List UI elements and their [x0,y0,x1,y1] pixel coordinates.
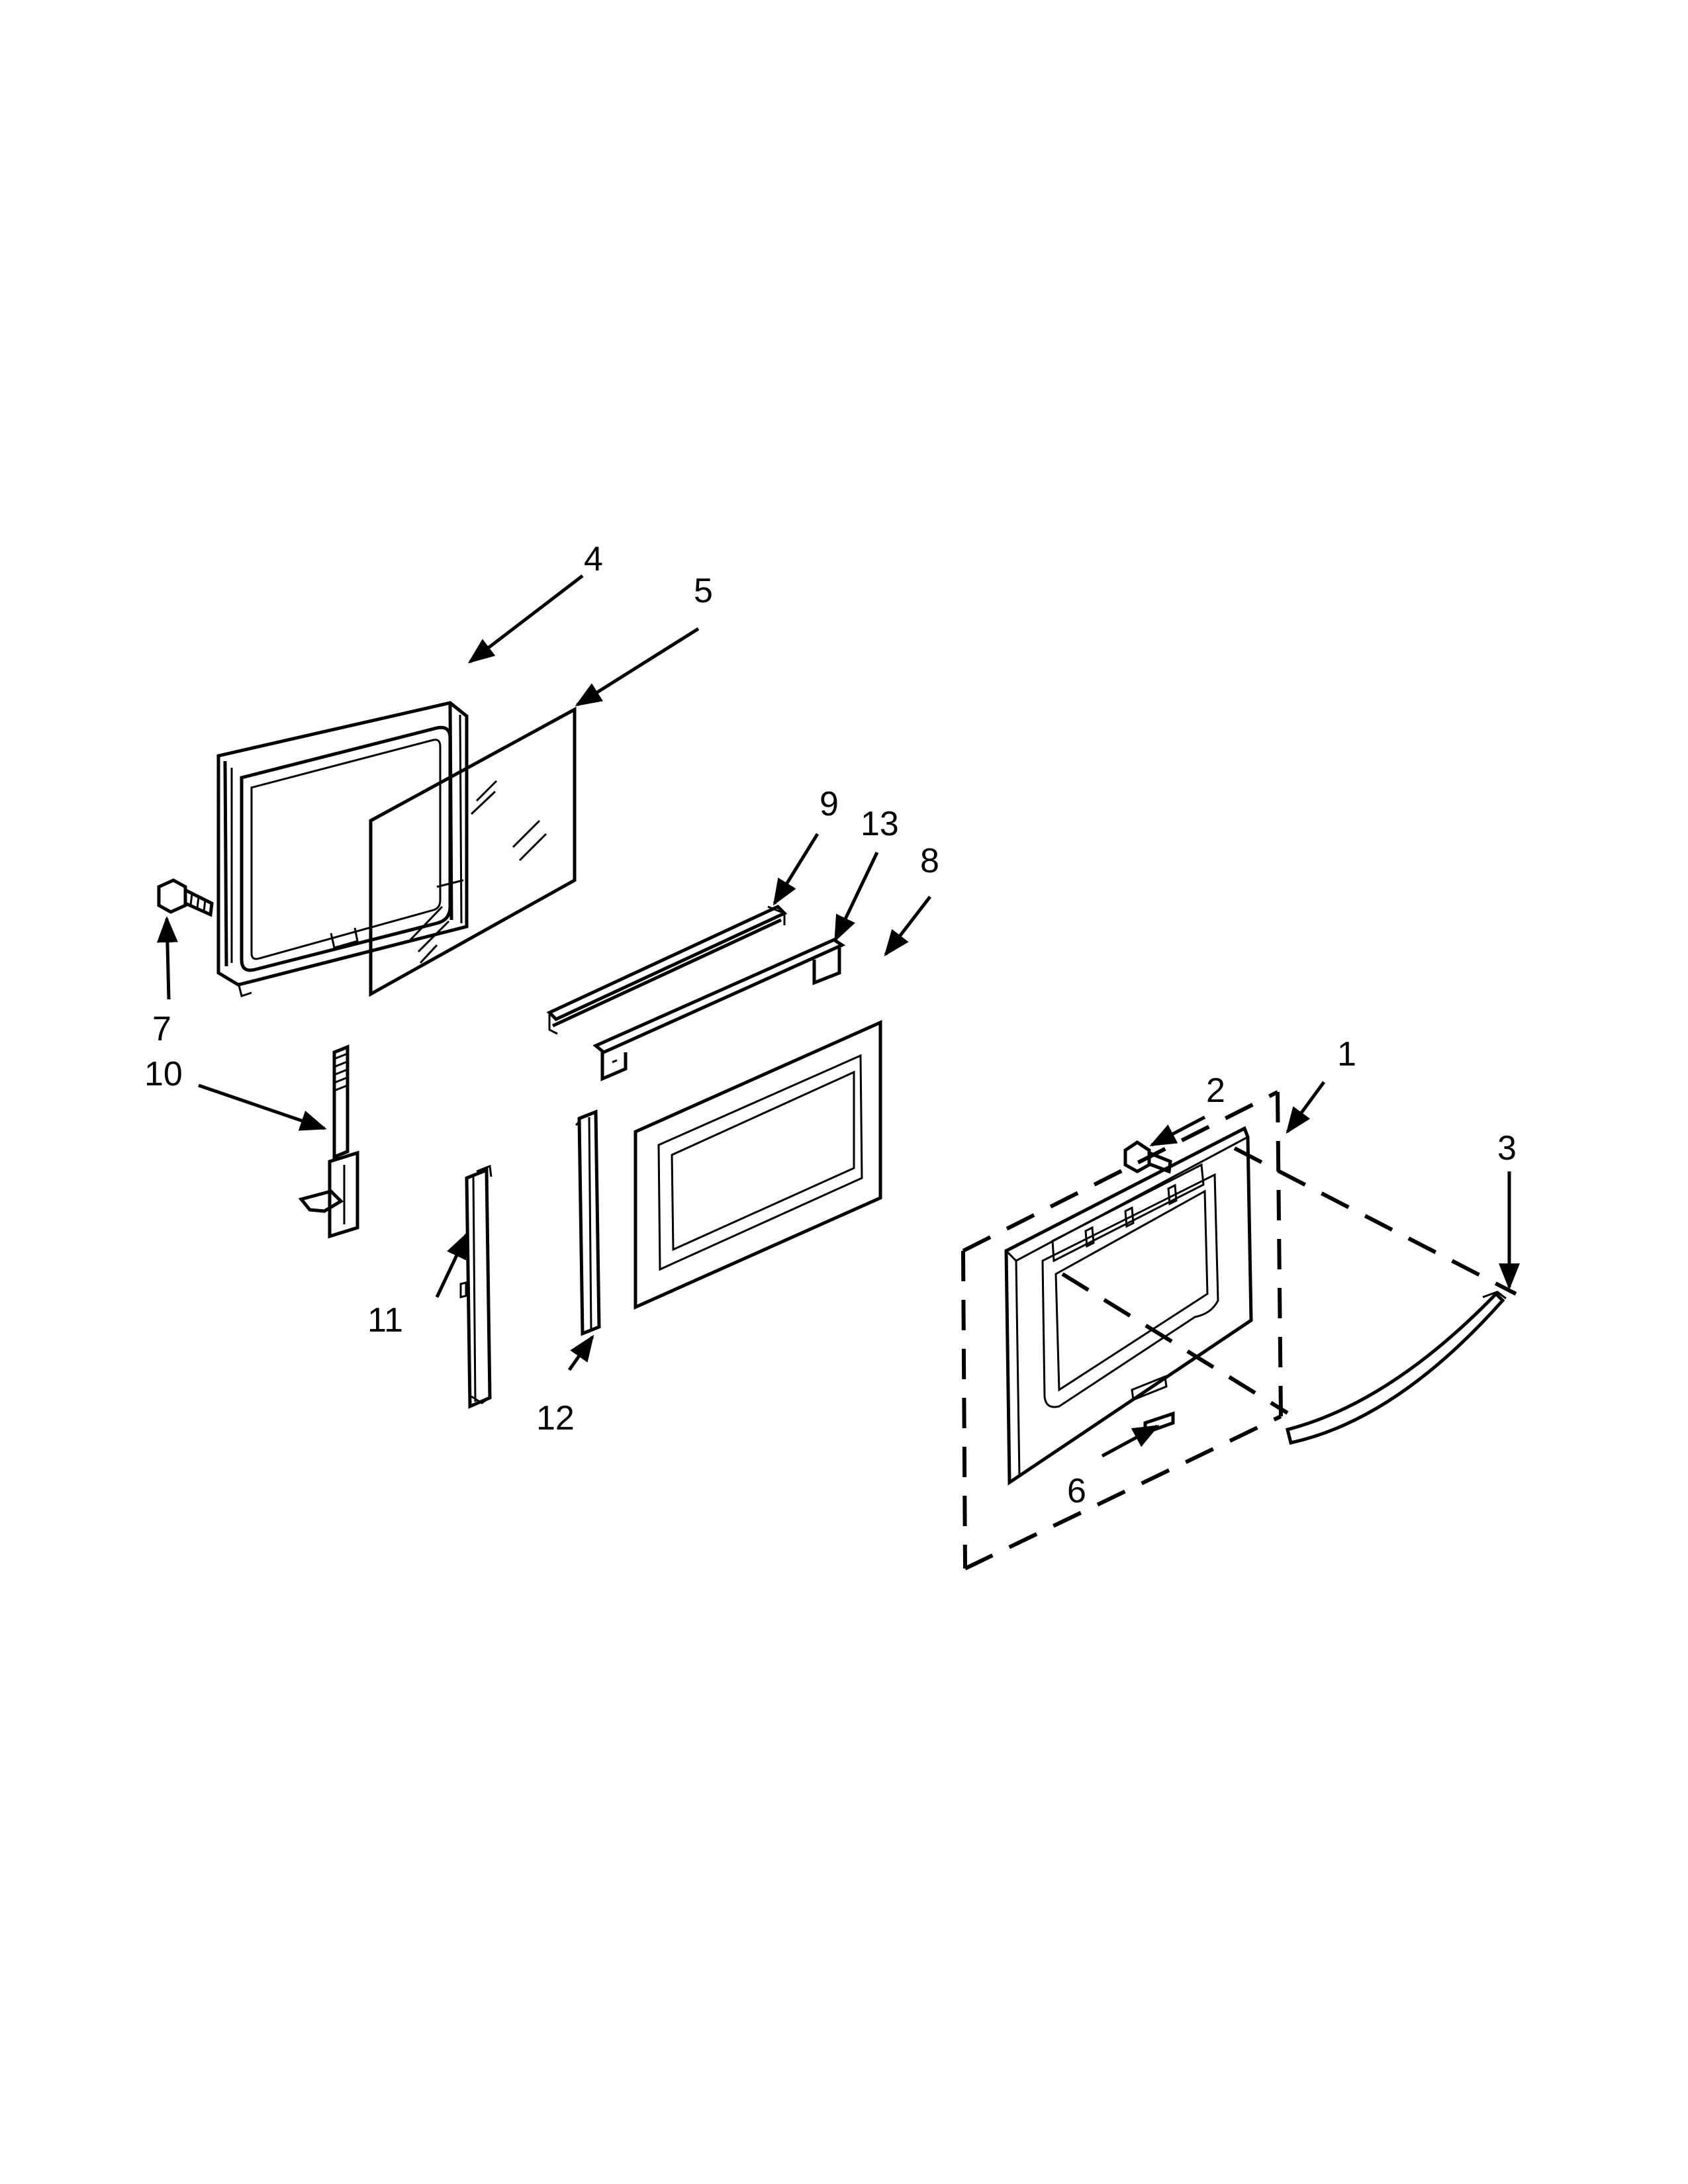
callout-2: 2 [1206,1071,1225,1110]
part-11-hinge-receiver [459,1164,492,1409]
part-10-hinge [298,1044,359,1239]
part-5-glass-panel [369,706,577,997]
part-1-outer-door [1004,1126,1253,1486]
leader-arrows [156,574,1520,1458]
assembly-dashed-box [961,1090,1283,1570]
callout-10: 10 [144,1055,183,1093]
callout-4: 4 [584,540,603,578]
callout-12: 12 [536,1399,575,1437]
part-8-outer-door-glass [633,1020,882,1310]
callout-7: 7 [152,1010,171,1048]
part-13-vent-channel [592,938,846,1081]
callout-11: 11 [367,1301,403,1340]
part-12-side-trim [575,1109,601,1336]
handle-alignment-line [1061,1146,1517,1415]
callout-5: 5 [694,572,713,610]
callout-6: 6 [1067,1472,1086,1510]
callout-3: 3 [1497,1129,1517,1167]
callout-1: 1 [1337,1035,1356,1073]
callout-8: 8 [920,842,939,880]
callout-9: 9 [820,785,839,823]
part-3-handle [1285,1291,1507,1445]
callout-13: 13 [861,805,899,843]
part-9-top-channel [546,904,788,1035]
part-4-inner-door-frame [216,701,469,997]
part-7-screw [157,878,214,917]
